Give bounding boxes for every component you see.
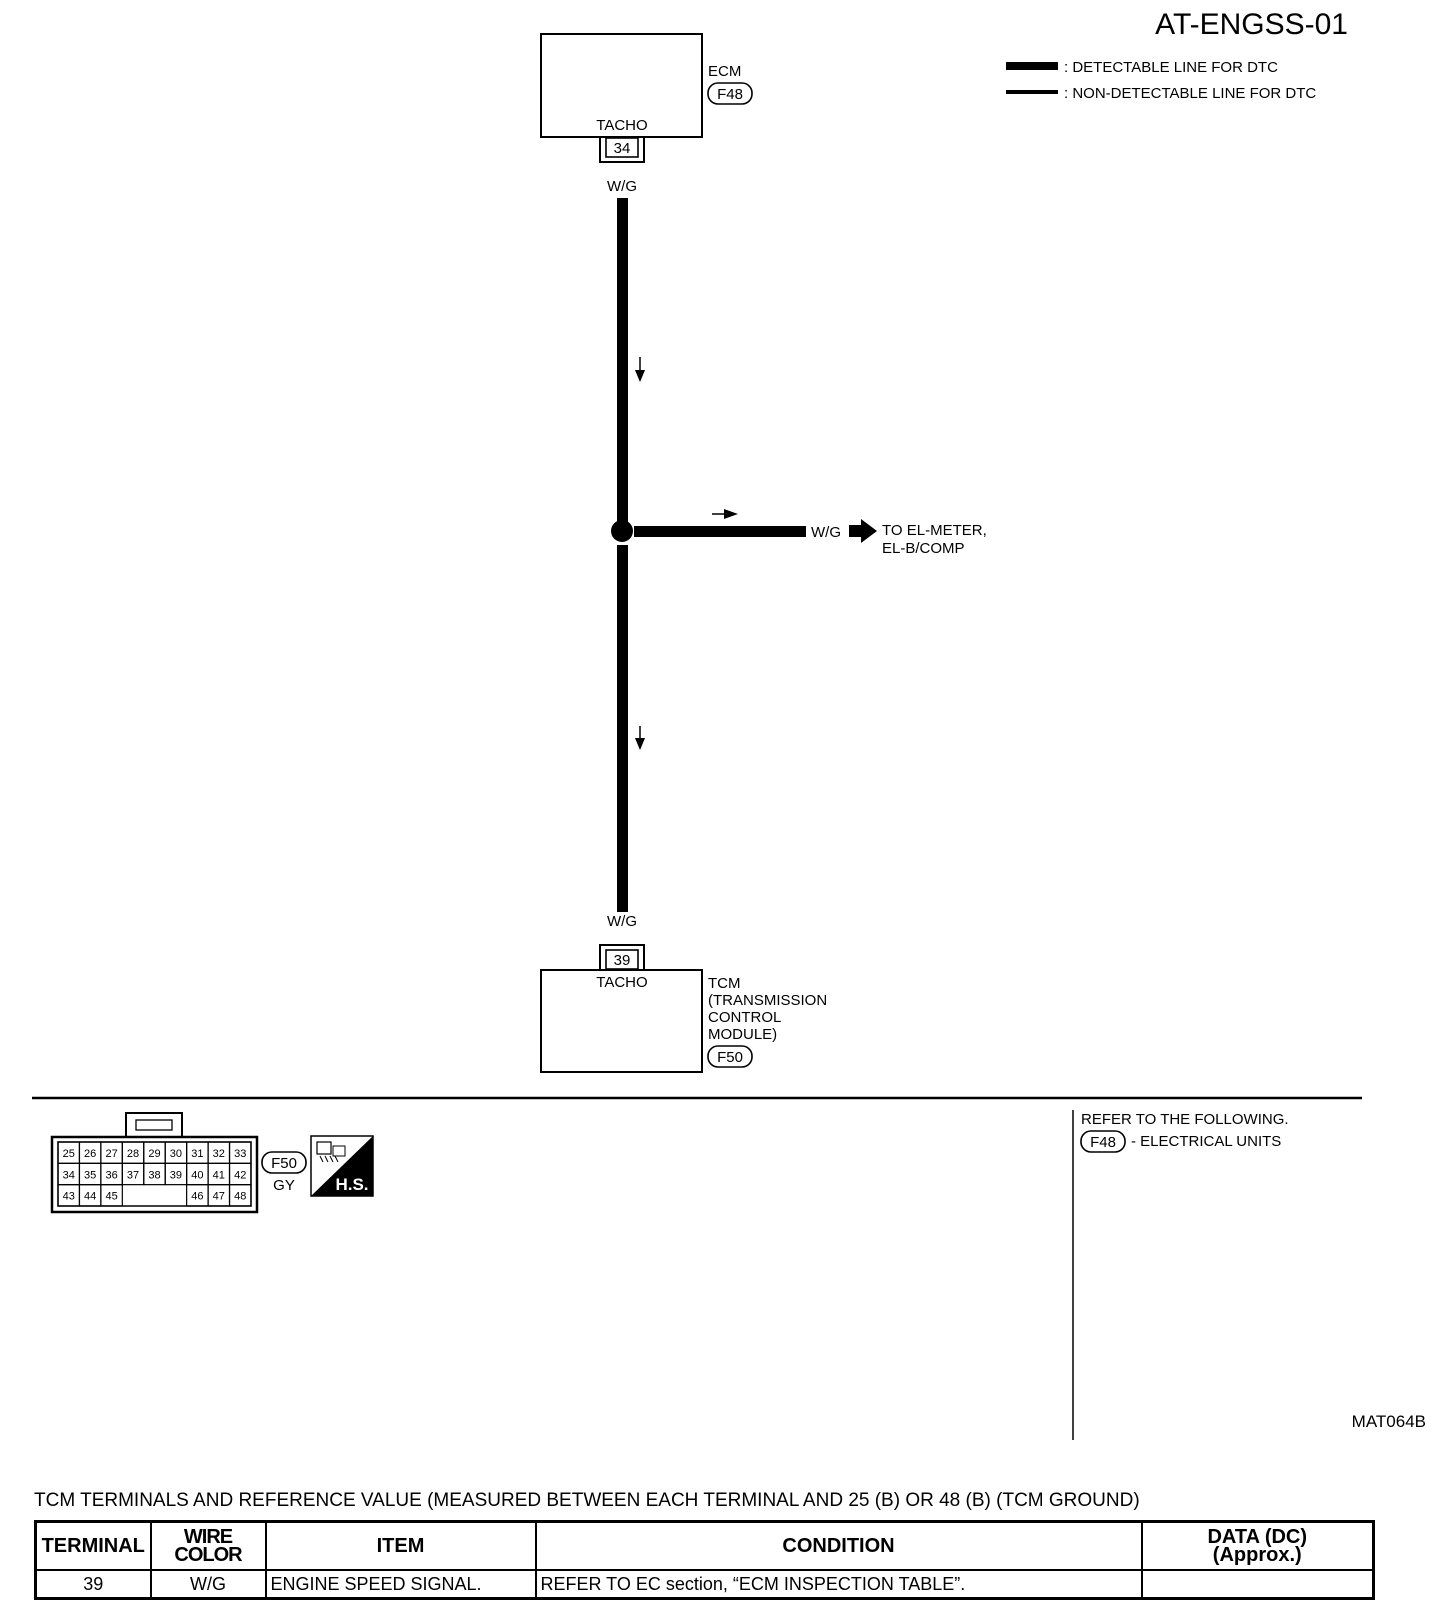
connector-pin-cell bbox=[100, 1184, 123, 1207]
legend-thin-line bbox=[1006, 90, 1058, 94]
ecm-label: ECM bbox=[708, 63, 741, 80]
header-item: ITEM bbox=[264, 1520, 537, 1571]
diagram-code: AT-ENGSS-01 bbox=[1155, 8, 1348, 41]
refer-heading: REFER TO THE FOLLOWING. bbox=[1081, 1111, 1289, 1128]
branch-destination-line2: EL-B/COMP bbox=[882, 540, 965, 557]
table-header-row: TERMINAL WIRE COLOR ITEM CONDITION DATA … bbox=[34, 1520, 1375, 1571]
connector-pin-number: 48 bbox=[234, 1191, 246, 1203]
connector-pin-number: 27 bbox=[105, 1148, 117, 1160]
main-wire-lower bbox=[617, 545, 628, 912]
refer-connector-code: F48 bbox=[1090, 1134, 1116, 1151]
figure-id: MAT064B bbox=[1352, 1412, 1426, 1431]
connector-pin-number: 32 bbox=[213, 1148, 225, 1160]
arrow-right-icon bbox=[849, 519, 877, 543]
cell-condition: REFER TO EC section, “ECM INSPECTION TAB… bbox=[534, 1569, 1143, 1600]
ecm-wire-color: W/G bbox=[607, 178, 637, 195]
connector-pin-number: 42 bbox=[234, 1169, 246, 1181]
tcm-connector-badge bbox=[707, 1045, 753, 1068]
connector-pin-grid: 25 26 27 28 29 30 31 32 33 34 35 36 37 38 39 40 41 42 43 44… bbox=[57, 1141, 252, 1207]
ecm-connector-code: F48 bbox=[717, 86, 743, 103]
connector-pin-number: 34 bbox=[63, 1169, 75, 1181]
tcm-connector-code: F50 bbox=[717, 1049, 743, 1066]
harness-side-icon: H.S. bbox=[310, 1135, 374, 1197]
connector-pin-number: 45 bbox=[105, 1191, 117, 1203]
right-arrow-icon bbox=[712, 509, 738, 519]
connector-view-color: GY bbox=[273, 1177, 295, 1194]
connector-pin-number: 29 bbox=[148, 1148, 160, 1160]
cell-item: ENGINE SPEED SIGNAL. bbox=[264, 1569, 537, 1600]
header-terminal: TERMINAL bbox=[34, 1520, 152, 1571]
connector-pin-number: 40 bbox=[191, 1169, 203, 1181]
ecm-pin-name: TACHO bbox=[596, 117, 647, 134]
connector-pin-number: 46 bbox=[191, 1191, 203, 1203]
header-data-line2: (Approx.) bbox=[1212, 1544, 1302, 1566]
connector-face-f50: 25 26 27 28 29 30 31 32 33 34 35 36 37 38 39 40 41 42 43 44… bbox=[50, 1112, 259, 1214]
connector-view-badge bbox=[261, 1151, 307, 1174]
main-wire-upper bbox=[617, 198, 628, 523]
legend-thick-line bbox=[1006, 62, 1058, 70]
tcm-label-line4: MODULE) bbox=[708, 1026, 777, 1043]
connector-pin-number: 31 bbox=[191, 1148, 203, 1160]
ecm-connector-badge bbox=[707, 82, 753, 105]
tcm-label-line2: (TRANSMISSION bbox=[708, 992, 827, 1009]
connector-pin-number: 43 bbox=[63, 1191, 75, 1203]
connector-pin-number: 38 bbox=[148, 1169, 160, 1181]
reference-table: TERMINAL WIRE COLOR ITEM CONDITION DATA … bbox=[34, 1520, 1375, 1600]
branch-destination-line1: TO EL-METER, bbox=[882, 522, 987, 539]
legend-thin-label: : NON-DETECTABLE LINE FOR DTC bbox=[1064, 85, 1316, 102]
connector-pin-number: 30 bbox=[170, 1148, 182, 1160]
cell-data bbox=[1140, 1569, 1375, 1600]
cell-wire-color: W/G bbox=[149, 1569, 267, 1600]
connector-pin-number: 36 bbox=[105, 1169, 117, 1181]
cell-terminal: 39 bbox=[34, 1569, 152, 1600]
connector-pin-number: 39 bbox=[170, 1169, 182, 1181]
tcm-label-line1: TCM bbox=[708, 975, 741, 992]
tcm-terminal-frame bbox=[599, 944, 645, 970]
header-condition: CONDITION bbox=[534, 1520, 1143, 1571]
branch-wire bbox=[634, 526, 806, 537]
legend-thick-label: : DETECTABLE LINE FOR DTC bbox=[1064, 59, 1278, 76]
tcm-pin-number: 39 bbox=[614, 952, 631, 969]
down-arrow-icon bbox=[635, 726, 645, 750]
splice-point bbox=[611, 520, 633, 542]
table-title: TCM TERMINALS AND REFERENCE VALUE (MEASU… bbox=[34, 1490, 1140, 1511]
ecm-pin-number: 34 bbox=[614, 140, 631, 157]
header-data-line1: DATA (DC) bbox=[1207, 1526, 1308, 1548]
header-wire-color: WIRE COLOR bbox=[149, 1520, 267, 1571]
tcm-box bbox=[540, 969, 703, 1073]
ecm-pin-box bbox=[605, 137, 639, 158]
ecm-box bbox=[540, 33, 703, 138]
tcm-wire-color: W/G bbox=[607, 913, 637, 930]
harness-side-label: H.S. bbox=[335, 1175, 368, 1194]
connector-pin-number: 28 bbox=[127, 1148, 139, 1160]
down-arrow-icon bbox=[635, 357, 645, 382]
tcm-pin-name: TACHO bbox=[596, 974, 647, 991]
tcm-label-line3: CONTROL bbox=[708, 1009, 781, 1026]
connector-pin-number: 35 bbox=[84, 1169, 96, 1181]
connector-pin-number: 37 bbox=[127, 1169, 139, 1181]
refer-connector-badge bbox=[1080, 1130, 1126, 1153]
refer-item: - ELECTRICAL UNITS bbox=[1131, 1133, 1281, 1150]
ecm-terminal-frame bbox=[599, 137, 645, 163]
connector-pin-number: 47 bbox=[213, 1191, 225, 1203]
connector-pin-number: 44 bbox=[84, 1191, 96, 1203]
wiring-diagram: AT-ENGSS-01 : DETECTABLE LINE FOR DTC : … bbox=[32, 8, 1426, 1440]
connector-pin-number: 33 bbox=[234, 1148, 246, 1160]
connector-pin-cell bbox=[228, 1184, 252, 1207]
connector-pin-number: 25 bbox=[63, 1148, 75, 1160]
connector-pin-number: 26 bbox=[84, 1148, 96, 1160]
table-row: 39 W/G ENGINE SPEED SIGNAL. REFER TO EC … bbox=[34, 1569, 1375, 1600]
header-data: DATA (DC) (Approx.) bbox=[1140, 1520, 1375, 1571]
connector-pin-number: 41 bbox=[213, 1169, 225, 1181]
connector-view-code: F50 bbox=[271, 1155, 297, 1172]
branch-wire-color: W/G bbox=[811, 524, 841, 541]
